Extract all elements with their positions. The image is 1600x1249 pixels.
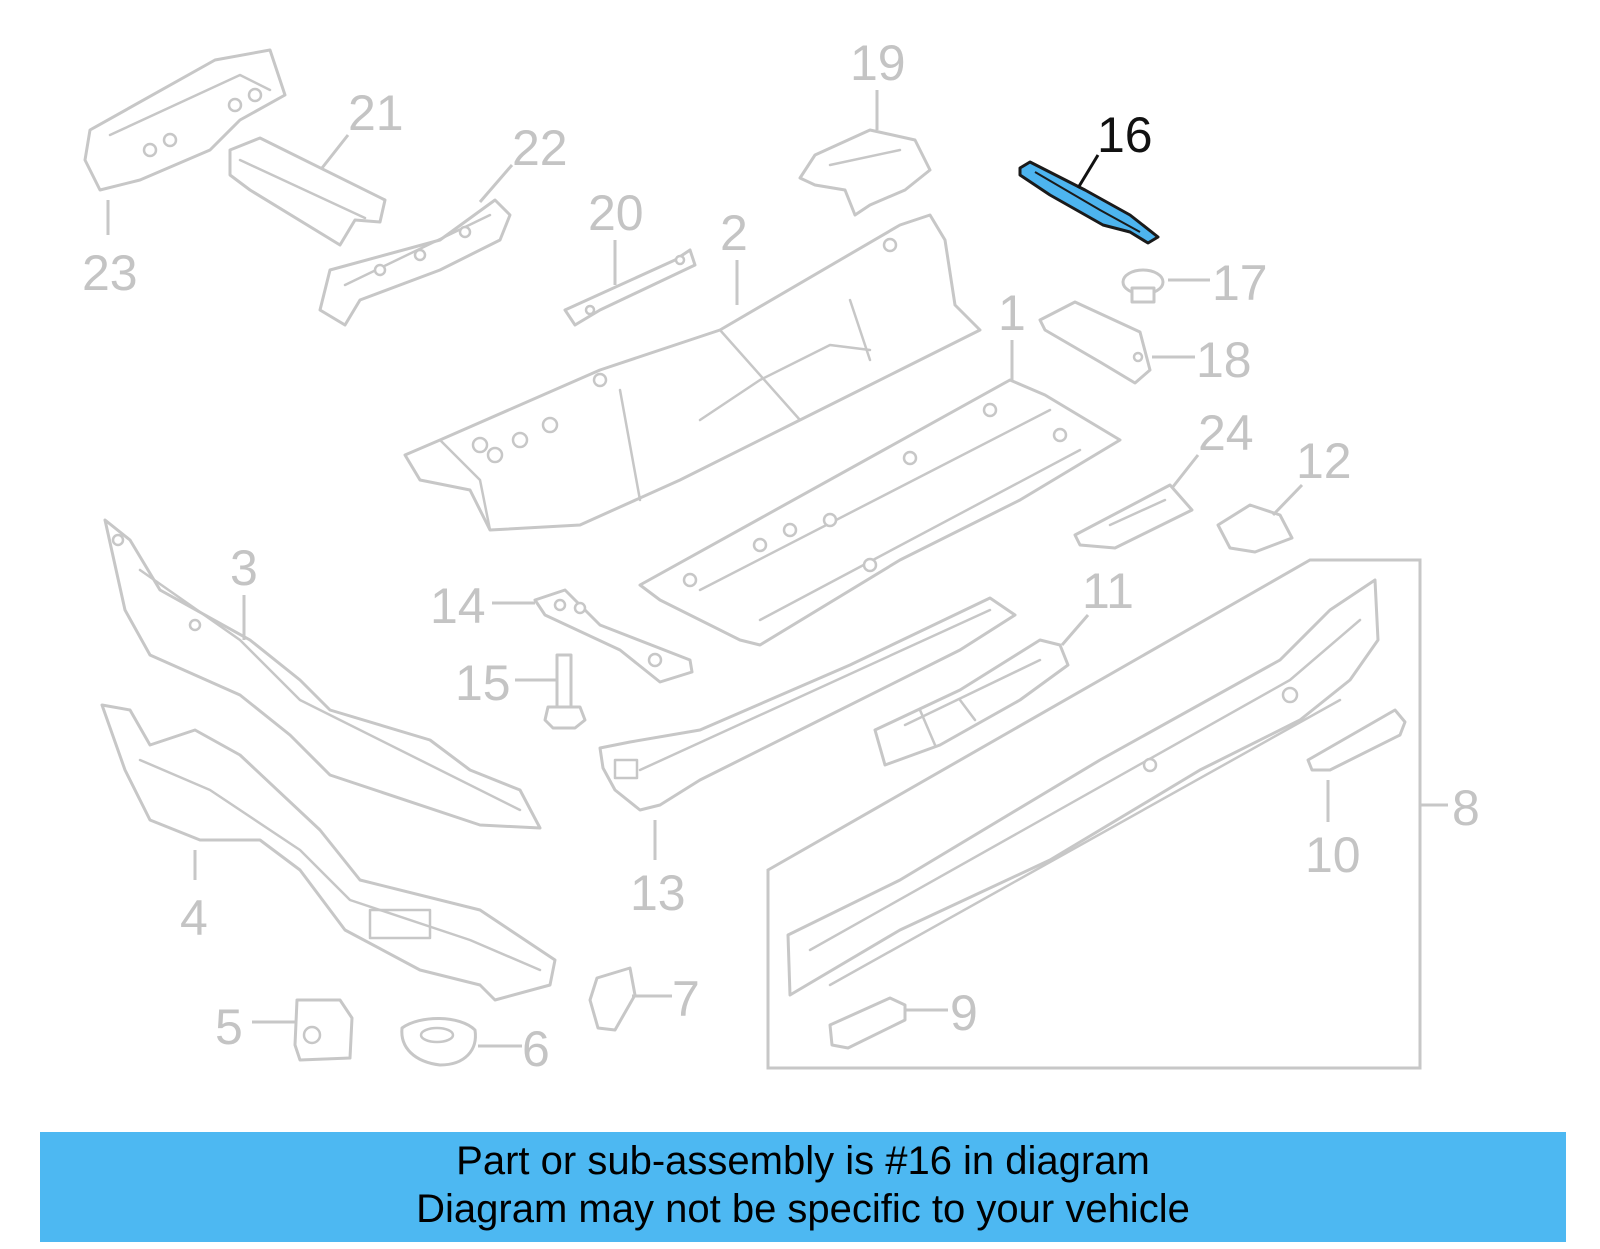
callout-13: 13 bbox=[630, 865, 686, 921]
callout-16: 16 bbox=[1097, 107, 1153, 163]
callout-15: 15 bbox=[455, 655, 511, 711]
part-15-bolt[interactable] bbox=[543, 653, 587, 730]
callout-6: 6 bbox=[522, 1021, 550, 1077]
callout-8: 8 bbox=[1452, 780, 1480, 836]
part-4-side-member[interactable] bbox=[100, 703, 557, 1002]
part-5-bracket[interactable] bbox=[293, 998, 354, 1062]
callout-1: 1 bbox=[998, 285, 1026, 341]
callout-14: 14 bbox=[430, 578, 486, 634]
part-23-rail-rear[interactable] bbox=[83, 48, 287, 192]
part-20-plate[interactable] bbox=[563, 248, 697, 327]
callout-23: 23 bbox=[82, 245, 138, 301]
part-12-bracket[interactable] bbox=[1216, 503, 1294, 554]
banner-line-2: Diagram may not be specific to your vehi… bbox=[416, 1187, 1190, 1231]
callout-5: 5 bbox=[215, 999, 243, 1055]
part-8-rocker-assembly[interactable] bbox=[786, 578, 1380, 997]
part-21-crossmember[interactable] bbox=[228, 136, 387, 247]
callout-3: 3 bbox=[230, 540, 258, 596]
callout-24: 24 bbox=[1198, 405, 1254, 461]
part-13-rocker-inner[interactable] bbox=[598, 596, 1017, 812]
callout-10: 10 bbox=[1305, 827, 1361, 883]
part-7-bracket[interactable] bbox=[588, 966, 637, 1032]
info-banner: Part or sub-assembly is #16 in diagram D… bbox=[40, 1132, 1566, 1242]
part-18-panel[interactable] bbox=[1038, 300, 1152, 385]
part-22-reinforcement[interactable] bbox=[318, 198, 512, 327]
part-14-brace[interactable] bbox=[533, 588, 694, 684]
callout-18: 18 bbox=[1196, 332, 1252, 388]
part-19-bracket[interactable] bbox=[798, 128, 932, 217]
callout-17: 17 bbox=[1212, 255, 1268, 311]
part-3-side-member[interactable] bbox=[103, 518, 542, 830]
part-11-reinforcement[interactable] bbox=[873, 638, 1070, 767]
banner-line-1: Part or sub-assembly is #16 in diagram bbox=[456, 1139, 1150, 1183]
callout-2: 2 bbox=[720, 205, 748, 261]
callout-21: 21 bbox=[348, 85, 404, 141]
part-6-cap[interactable] bbox=[400, 1017, 477, 1067]
part-1-floor-pan[interactable] bbox=[638, 378, 1122, 647]
part-24-plate[interactable] bbox=[1073, 483, 1194, 550]
callout-12: 12 bbox=[1296, 433, 1352, 489]
callout-19: 19 bbox=[850, 35, 906, 91]
callout-9: 9 bbox=[950, 985, 978, 1041]
callout-22: 22 bbox=[512, 120, 568, 176]
part-10-bracket[interactable] bbox=[1306, 708, 1407, 772]
part-2-floor-tunnel[interactable] bbox=[403, 213, 982, 532]
part-16-highlighted[interactable] bbox=[1018, 160, 1160, 245]
callout-11: 11 bbox=[1082, 563, 1134, 619]
callout-4: 4 bbox=[180, 890, 208, 946]
part-9-bracket[interactable] bbox=[828, 996, 907, 1050]
part-17-clip[interactable] bbox=[1121, 268, 1165, 304]
callout-20: 20 bbox=[588, 185, 644, 241]
callout-7: 7 bbox=[672, 971, 700, 1027]
